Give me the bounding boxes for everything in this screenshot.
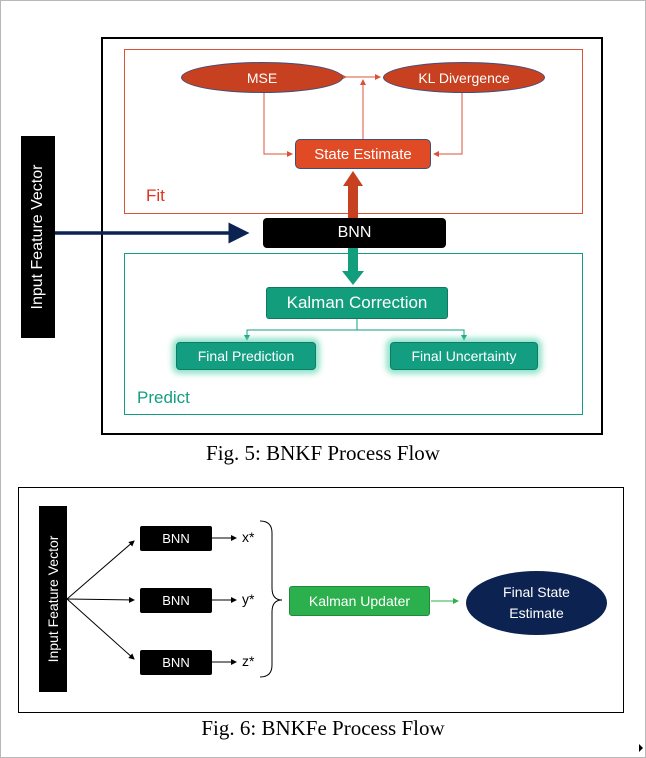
output-x-label: x* bbox=[242, 529, 255, 545]
outputs-brace bbox=[259, 520, 283, 678]
input-feature-vector-label: Input Feature Vector bbox=[29, 164, 46, 310]
bnn-node: BNN bbox=[263, 218, 446, 248]
mse-to-state bbox=[263, 93, 293, 157]
fit-label: Fit bbox=[146, 186, 165, 205]
bnn-z-node: BNN bbox=[140, 650, 212, 675]
mse-node: MSE bbox=[181, 62, 343, 93]
bnn-to-kalman-head bbox=[342, 271, 364, 285]
input-to-bnn-z bbox=[66, 598, 135, 660]
input-to-bnn-x bbox=[66, 540, 135, 600]
final-prediction-node: Final Prediction bbox=[176, 342, 316, 370]
bnn-y-node: BNN bbox=[140, 588, 212, 613]
kalman-to-prediction bbox=[244, 329, 357, 341]
input-to-bnn-y bbox=[66, 596, 135, 603]
final-uncertainty-node: Final Uncertainty bbox=[390, 342, 538, 370]
state-estimate-node: State Estimate bbox=[295, 139, 431, 169]
input-feature-vector-label-2: Input Feature Vector bbox=[45, 535, 61, 663]
kalman-to-uncertainty bbox=[357, 329, 467, 341]
input-feature-vector-block: Input Feature Vector bbox=[21, 136, 55, 338]
kl-to-state bbox=[433, 93, 463, 157]
final-state-estimate-node: Final State Estimate bbox=[466, 571, 607, 635]
bnn-x-node: BNN bbox=[140, 526, 212, 551]
bnn-to-state-shaft bbox=[348, 184, 358, 218]
fig6-frame bbox=[18, 487, 624, 713]
fig6-caption: Fig. 6: BNKFe Process Flow bbox=[201, 716, 445, 740]
fig5-caption: Fig. 5: BNKF Process Flow bbox=[206, 441, 440, 465]
predict-label: Predict bbox=[137, 388, 190, 407]
final-state-line2: Estimate bbox=[509, 605, 564, 621]
kl-divergence-node: KL Divergence bbox=[383, 62, 545, 93]
bnn-to-state-head bbox=[343, 171, 363, 186]
final-state-line1: Final State bbox=[503, 584, 570, 600]
fig5-frame bbox=[101, 37, 603, 435]
output-y-label: y* bbox=[242, 591, 255, 607]
page-marker-triangle bbox=[639, 744, 643, 752]
output-z-label: z* bbox=[242, 653, 255, 669]
kalman-correction-node: Kalman Correction bbox=[266, 287, 448, 319]
kalman-updater-node: Kalman Updater bbox=[289, 586, 430, 616]
input-feature-vector-block-2: Input Feature Vector bbox=[39, 506, 67, 692]
bnn-to-kalman-shaft bbox=[348, 248, 358, 272]
